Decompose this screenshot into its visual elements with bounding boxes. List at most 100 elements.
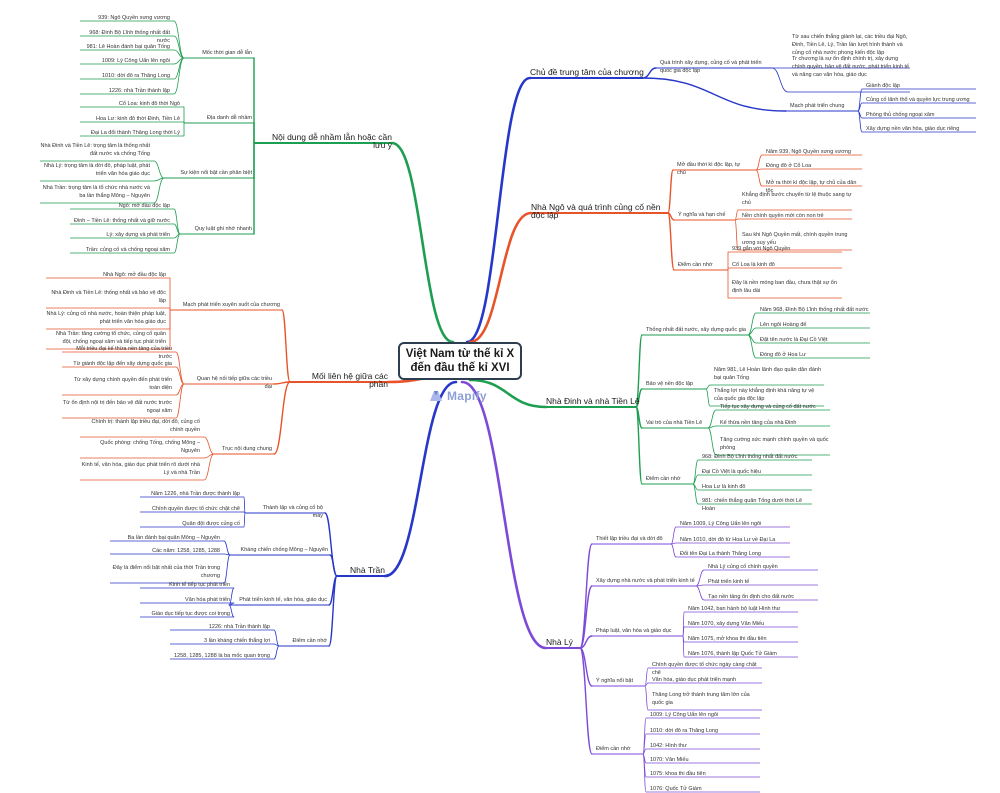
branch-noi_dung[interactable]: Nội dung dễ nhầm lẫn hoặc cần lưu ý (271, 132, 392, 150)
branch-nha_tran[interactable]: Nhà Trần (350, 565, 385, 575)
item-nha_ly-4-2[interactable]: 1042: Hình thư (650, 743, 687, 749)
item-moi_lien_he-0-1[interactable]: Nhà Đinh và Tiền Lê: thống nhất và bảo v… (51, 290, 166, 304)
group-nha_dinh-2[interactable]: Vai trò của nhà Tiền Lê (646, 420, 703, 426)
group-noi_dung-0[interactable]: Mốc thời gian dễ lẫn (202, 50, 252, 56)
group-nha_ly-0[interactable]: Thiết lập triều đại và dời đô (596, 536, 663, 542)
item-nha_tran-1-1[interactable]: Các năm: 1258, 1285, 1288 (152, 548, 220, 554)
item-noi_dung-2-2[interactable]: Nhà Trần: trọng tâm là tổ chức nhà nước … (42, 185, 150, 199)
item-nha_tran-1-0[interactable]: Ba lần đánh bại quân Mông – Nguyên (127, 535, 220, 541)
item-nha_ngo-2-1[interactable]: Cổ Loa là kinh đô (732, 262, 775, 268)
item-nha_dinh-2-0[interactable]: Tiếp tục xây dựng và củng cố đất nước (720, 404, 816, 410)
item-noi_dung-0-0[interactable]: 939: Ngô Quyền xưng vương (98, 15, 170, 21)
item-nha_ly-2-0[interactable]: Năm 1042, ban hành bộ luật Hình thư (688, 606, 781, 612)
item-moi_lien_he-1-2[interactable]: Từ xây dựng chính quyền đến phát triển t… (73, 377, 172, 391)
group-nha_ly-4[interactable]: Điểm cần nhớ (596, 746, 631, 752)
item-nha_ly-2-2[interactable]: Năm 1075, mở khoa thi đầu tiên (688, 636, 767, 642)
item-moi_lien_he-1-0[interactable]: Mỗi triều đại kế thừa nền tảng của triều… (76, 346, 172, 360)
item-nha_ly-1-2[interactable]: Tạo nền tảng ổn định cho đất nước (708, 594, 795, 600)
group-nha_dinh-1[interactable]: Bảo vệ nền độc lập (646, 381, 694, 387)
item-nha_dinh-0-1[interactable]: Lên ngôi Hoàng đế (760, 322, 807, 328)
item-noi_dung-3-3[interactable]: Trần: củng cố và chống ngoại xâm (85, 247, 170, 253)
item-nha_dinh-0-3[interactable]: Đóng đô ở Hoa Lư (760, 352, 806, 358)
group-nha_tran-0[interactable]: Thành lập và củng cố bộ máy (262, 505, 323, 519)
item-nha_ngo-1-2[interactable]: Sau khi Ngô Quyền mất, chính quyền trung… (742, 232, 848, 246)
group-noi_dung-3[interactable]: Quy luật ghi nhớ nhanh (194, 226, 252, 232)
item-nha_tran-2-0[interactable]: Kinh tế tiếp tục phát triển (169, 582, 230, 588)
item-nha_ly-2-1[interactable]: Năm 1070, xây dựng Văn Miếu (688, 621, 765, 627)
group-moi_lien_he-2[interactable]: Trục nội dung chung (222, 446, 272, 452)
item-nha_dinh-0-2[interactable]: Đặt tên nước là Đại Cồ Việt (760, 337, 828, 343)
branch-moi_lien_he[interactable]: Mối liên hệ giữa các phần (311, 371, 388, 389)
group-nha_dinh-0[interactable]: Thống nhất đất nước, xây dựng quốc gia (646, 327, 746, 333)
item-nha_ly-3-1[interactable]: Văn hóa, giáo dục phát triển mạnh (652, 677, 737, 683)
item-noi_dung-2-0[interactable]: Nhà Đinh và Tiền Lê: trọng tâm là thống … (40, 143, 150, 157)
item-noi_dung-2-1[interactable]: Nhà Lý: trọng tâm là dời đô, pháp luật, … (43, 163, 150, 177)
item-noi_dung-3-1[interactable]: Đinh – Tiền Lê: thống nhất và giữ nước (74, 218, 170, 224)
item-nha_dinh-2-1[interactable]: Kế thừa nền tảng của nhà Đinh (720, 420, 797, 426)
item-chu_de-1-2[interactable]: Phòng thủ chống ngoại xâm (866, 112, 935, 118)
branch-nha_ngo[interactable]: Nhà Ngô và quá trình củng cố nền độc lập (531, 202, 661, 220)
group-noi_dung-1[interactable]: Địa danh dễ nhầm (207, 115, 252, 121)
item-nha_tran-2-2[interactable]: Giáo dục tiếp tục được coi trọng (151, 611, 230, 617)
item-nha_tran-2-1[interactable]: Văn hóa phát triển (185, 597, 230, 603)
group-nha_tran-2[interactable]: Phát triển kinh tế, văn hóa, giáo dục (239, 597, 327, 603)
item-nha_ly-4-0[interactable]: 1009: Lý Công Uẩn lên ngôi (650, 712, 719, 718)
item-nha_ngo-0-0[interactable]: Năm 939, Ngô Quyền xưng vương (766, 149, 851, 155)
group-nha_ly-1[interactable]: Xây dựng nhà nước và phát triển kinh tế (596, 578, 695, 584)
item-noi_dung-3-0[interactable]: Ngô: mở đầu độc lập (118, 203, 170, 209)
group-nha_tran-3[interactable]: Điểm cần nhớ (292, 638, 327, 644)
item-nha_tran-0-2[interactable]: Quân đội được củng cố (182, 521, 240, 527)
group-noi_dung-2[interactable]: Sự kiện nổi bật cần phân biệt (180, 170, 252, 176)
group-chu_de-1[interactable]: Mạch phát triển chung (790, 103, 845, 109)
item-nha_dinh-2-2[interactable]: Tăng cường sức mạnh chính quyền và quốc … (720, 437, 829, 451)
item-chu_de-1-1[interactable]: Củng cố lãnh thổ và quyền lực trung ương (866, 97, 970, 103)
item-moi_lien_he-0-2[interactable]: Nhà Lý: củng cố nhà nước, hoàn thiện phá… (46, 311, 166, 325)
group-nha_ngo-0[interactable]: Mở đầu thời kì độc lập, tự chủ (677, 162, 741, 176)
item-nha_dinh-1-1[interactable]: Thắng lợi này khẳng định khả năng tự vệ … (714, 388, 815, 402)
item-nha_dinh-0-0[interactable]: Năm 968, Đinh Bộ Lĩnh thống nhất đất nướ… (760, 307, 869, 313)
group-nha_ngo-1[interactable]: Ý nghĩa và hạn chế (678, 212, 726, 218)
item-noi_dung-0-1[interactable]: 968: Đinh Bộ Lĩnh thống nhất đất nước (89, 30, 170, 44)
item-noi_dung-1-0[interactable]: Cổ Loa: kinh đô thời Ngô (118, 101, 180, 107)
item-nha_ly-1-1[interactable]: Phát triển kinh tế (708, 579, 750, 585)
item-moi_lien_he-2-2[interactable]: Kinh tế, văn hóa, giáo dục phát triển rõ… (81, 462, 200, 476)
item-moi_lien_he-0-0[interactable]: Nhà Ngô: mở đầu độc lập (103, 272, 166, 278)
item-nha_ly-4-5[interactable]: 1076: Quốc Tử Giám (650, 786, 702, 792)
item-nha_ly-1-0[interactable]: Nhà Lý củng cố chính quyền (708, 564, 778, 570)
item-moi_lien_he-1-1[interactable]: Từ giành độc lập đến xây dựng quốc gia (73, 361, 172, 367)
group-moi_lien_he-1[interactable]: Quan hệ nối tiếp giữa các triều đại (196, 376, 272, 390)
item-nha_ngo-2-0[interactable]: 939 gắn với Ngô Quyền (732, 246, 791, 252)
item-nha_ly-0-0[interactable]: Năm 1009, Lý Công Uẩn lên ngôi (680, 521, 762, 527)
item-nha_dinh-1-0[interactable]: Năm 981, Lê Hoàn lãnh đạo quân dân đánh … (714, 367, 822, 381)
item-noi_dung-0-5[interactable]: 1226: nhà Trần thành lập (108, 88, 170, 94)
item-chu_de-1-0[interactable]: Giành độc lập (866, 83, 900, 89)
item-noi_dung-0-3[interactable]: 1009: Lý Công Uẩn lên ngôi (101, 58, 170, 64)
item-nha_dinh-3-3[interactable]: 981: chiến thắng quân Tống dưới thời Lê … (702, 498, 803, 512)
item-nha_ngo-1-0[interactable]: Khẳng định bước chuyển từ lệ thuộc sang … (742, 192, 852, 206)
branch-nha_ly[interactable]: Nhà Lý (546, 637, 573, 647)
item-noi_dung-1-2[interactable]: Đại La đổi thành Thăng Long thời Lý (90, 130, 180, 136)
item-chu_de-1-3[interactable]: Xây dựng nền văn hóa, giáo dục riêng (866, 126, 960, 132)
item-moi_lien_he-2-1[interactable]: Quốc phòng: chống Tống, chống Mông – Ngu… (100, 440, 200, 454)
item-nha_ly-0-2[interactable]: Đổi tên Đại La thành Thăng Long (680, 551, 761, 557)
item-noi_dung-3-2[interactable]: Lý: xây dựng và phát triển (106, 232, 170, 238)
item-nha_ly-2-3[interactable]: Năm 1076, thành lập Quốc Tử Giám (688, 651, 777, 657)
item-nha_tran-3-0[interactable]: 1226: nhà Trần thành lập (208, 624, 270, 630)
item-nha_tran-0-1[interactable]: Chính quyền được tổ chức chặt chẽ (151, 506, 240, 512)
item-nha_ly-3-2[interactable]: Thăng Long trở thành trung tâm lớn của q… (652, 692, 750, 706)
group-nha_dinh-3[interactable]: Điểm cần nhớ (646, 476, 681, 482)
item-nha_ngo-0-1[interactable]: Đóng đô ở Cổ Loa (766, 163, 812, 169)
item-moi_lien_he-0-3[interactable]: Nhà Trần: tăng cường tổ chức, củng cố qu… (55, 331, 166, 345)
item-nha_dinh-3-2[interactable]: Hoa Lư là kinh đô (702, 484, 746, 490)
item-nha_tran-3-2[interactable]: 1258, 1285, 1288 là ba mốc quan trọng (173, 653, 270, 659)
item-nha_tran-0-0[interactable]: Năm 1226, nhà Trần được thành lập (151, 491, 240, 497)
item-noi_dung-1-1[interactable]: Hoa Lư: kinh đô thời Đinh, Tiền Lê (95, 116, 180, 122)
item-chu_de-0-1[interactable]: Tr chương là sự ổn định chính trị, xây d… (792, 56, 910, 78)
item-nha_ly-4-4[interactable]: 1075: khoa thi đầu tiên (650, 771, 706, 777)
item-noi_dung-0-4[interactable]: 1010: dời đô ra Thăng Long (101, 73, 170, 79)
group-moi_lien_he-0[interactable]: Mạch phát triển xuyên suốt của chương (182, 302, 280, 308)
item-moi_lien_he-1-3[interactable]: Từ ổn định nội trị đến bảo vệ đất nước t… (62, 400, 172, 414)
item-nha_ly-4-3[interactable]: 1070: Văn Miếu (650, 757, 689, 763)
item-nha_ly-0-1[interactable]: Năm 1010, dời đô từ Hoa Lư về Đại La (680, 537, 776, 543)
item-noi_dung-0-2[interactable]: 981: Lê Hoàn đánh bại quân Tống (86, 44, 170, 50)
